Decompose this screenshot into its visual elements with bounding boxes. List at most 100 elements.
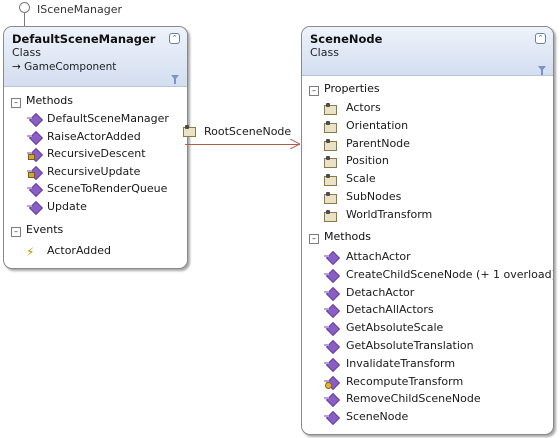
private-lock-icon [28, 171, 35, 178]
member-label: SceneToRenderQueue [47, 182, 168, 195]
member-label: AttachActor [346, 250, 411, 263]
member-row[interactable]: ⚡ ActorAdded [4, 244, 187, 260]
member-row[interactable]: RemoveChildSceneNode [302, 392, 553, 408]
method-icon [324, 270, 338, 280]
member-row[interactable]: RecursiveUpdate [4, 165, 187, 181]
method-icon [324, 359, 338, 369]
member-row[interactable]: GetAbsoluteScale [302, 321, 553, 337]
member-row[interactable]: RecursiveDescent [4, 147, 187, 163]
properties-section-label: Properties [324, 82, 380, 95]
member-label: RecursiveUpdate [47, 164, 141, 178]
base-class-label: GameComponent [24, 61, 117, 73]
collapse-toggle-icon[interactable]: – [11, 227, 21, 237]
private-lock-icon [28, 154, 35, 160]
method-icon [27, 132, 41, 142]
base-class: → GameComponent [12, 61, 116, 73]
member-row[interactable]: InvalidateTransform [302, 357, 553, 373]
method-icon [324, 305, 338, 315]
collapse-toggle-icon[interactable]: – [11, 98, 21, 108]
collapse-chevron-icon[interactable]: ⌃ [169, 33, 180, 44]
association-line[interactable] [185, 144, 300, 145]
member-label: Orientation [346, 118, 409, 132]
member-label: RemoveChildSceneNode [346, 392, 481, 406]
member-row[interactable]: ParentNode [302, 137, 553, 153]
property-icon [183, 125, 196, 137]
member-label: ParentNode [346, 136, 410, 150]
member-label: RecomputeTransform [346, 374, 464, 388]
class-stereotype: Class [310, 46, 339, 59]
member-row[interactable]: WorldTransform [302, 208, 553, 224]
member-row[interactable]: AttachActor [302, 250, 553, 266]
member-label: Position [346, 154, 389, 168]
class-name: SceneNode [310, 32, 383, 46]
member-label: DetachActor [346, 285, 415, 299]
member-row[interactable]: SceneNode [302, 410, 553, 426]
events-section-header[interactable]: –Events [11, 223, 63, 237]
member-label: Scale [346, 172, 376, 186]
method-icon [324, 377, 338, 389]
method-icon [324, 341, 338, 351]
method-icon [27, 202, 41, 212]
method-icon [27, 184, 41, 194]
class-header: SceneNode Class ⌃ [302, 27, 553, 76]
member-label: Actors [346, 101, 381, 114]
property-icon [324, 192, 337, 204]
association-label[interactable]: RootSceneNode [204, 125, 292, 138]
methods-section-header[interactable]: –Methods [11, 94, 73, 108]
method-icon [324, 252, 338, 262]
event-lightning-icon: ⚡ [26, 245, 35, 259]
method-icon [27, 167, 41, 178]
collapse-toggle-icon[interactable]: – [309, 86, 319, 96]
member-row[interactable]: RaiseActorAdded [4, 130, 187, 146]
method-icon [27, 114, 41, 124]
method-icon [324, 323, 338, 333]
property-icon [324, 156, 337, 169]
member-label: RaiseActorAdded [47, 129, 141, 143]
events-section-label: Events [26, 223, 64, 236]
methods-section-label: Methods [324, 230, 371, 243]
properties-section-header[interactable]: –Properties [309, 82, 380, 96]
member-label: InvalidateTransform [346, 356, 456, 370]
property-icon [324, 209, 337, 222]
class-box-default-scene-manager[interactable]: DefaultSceneManager Class → GameComponen… [3, 26, 188, 269]
class-stereotype: Class [12, 46, 41, 59]
property-icon [324, 138, 337, 151]
member-label: Update [47, 199, 87, 213]
member-label: SceneNode [346, 410, 409, 424]
methods-section-label: Methods [26, 94, 73, 107]
member-label: WorldTransform [346, 207, 433, 221]
member-label: SubNodes [346, 190, 402, 203]
member-row[interactable]: Update [4, 200, 187, 216]
member-row[interactable]: DefaultSceneManager [4, 112, 187, 128]
interface-label[interactable]: ISceneManager [37, 3, 122, 16]
member-label: ActorAdded [47, 244, 111, 257]
member-label: GetAbsoluteScale [346, 321, 444, 335]
member-row[interactable]: DetachActor [302, 286, 553, 302]
member-row[interactable]: CreateChildSceneNode (+ 1 overload) [302, 268, 553, 284]
class-name: DefaultSceneManager [12, 32, 156, 46]
member-row[interactable]: GetAbsoluteTranslation [302, 339, 553, 355]
collapse-chevron-icon[interactable]: ⌃ [535, 33, 546, 44]
member-row[interactable]: RecomputeTransform [302, 375, 553, 391]
collapse-toggle-icon[interactable]: – [309, 234, 319, 244]
member-row[interactable]: DetachAllActors [302, 303, 553, 319]
member-row[interactable]: SceneToRenderQueue [4, 182, 187, 198]
member-label: DetachAllActors [346, 303, 434, 317]
member-label: GetAbsoluteTranslation [346, 339, 474, 352]
property-icon [324, 120, 337, 133]
member-row[interactable]: SubNodes [302, 190, 553, 206]
member-row[interactable]: Orientation [302, 119, 553, 135]
method-icon [27, 149, 41, 160]
methods-section-header[interactable]: –Methods [309, 230, 371, 244]
filter-icon[interactable] [538, 66, 546, 75]
member-row[interactable]: Position [302, 154, 553, 170]
member-row[interactable]: Actors [302, 101, 553, 117]
protected-key-icon [325, 381, 332, 389]
member-row[interactable]: Scale [302, 172, 553, 188]
property-icon [324, 103, 337, 115]
class-header: DefaultSceneManager Class → GameComponen… [4, 27, 187, 87]
member-label: CreateChildSceneNode (+ 1 overload) [346, 267, 554, 281]
filter-icon[interactable] [171, 75, 179, 84]
inheritance-arrow-icon: → [12, 61, 21, 73]
